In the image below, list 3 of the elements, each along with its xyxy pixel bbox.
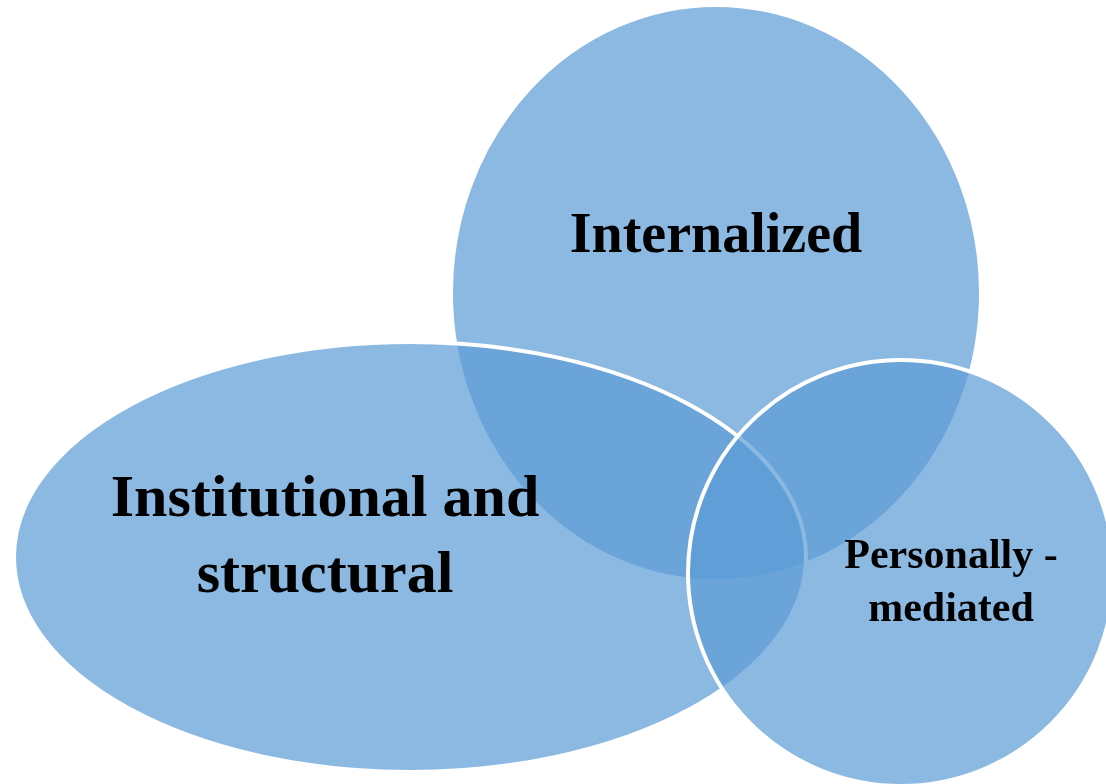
- set-label: Institutional and structural: [109, 462, 541, 608]
- set-label: Internalized: [568, 201, 864, 266]
- set-label: Personally -mediated: [843, 530, 1059, 633]
